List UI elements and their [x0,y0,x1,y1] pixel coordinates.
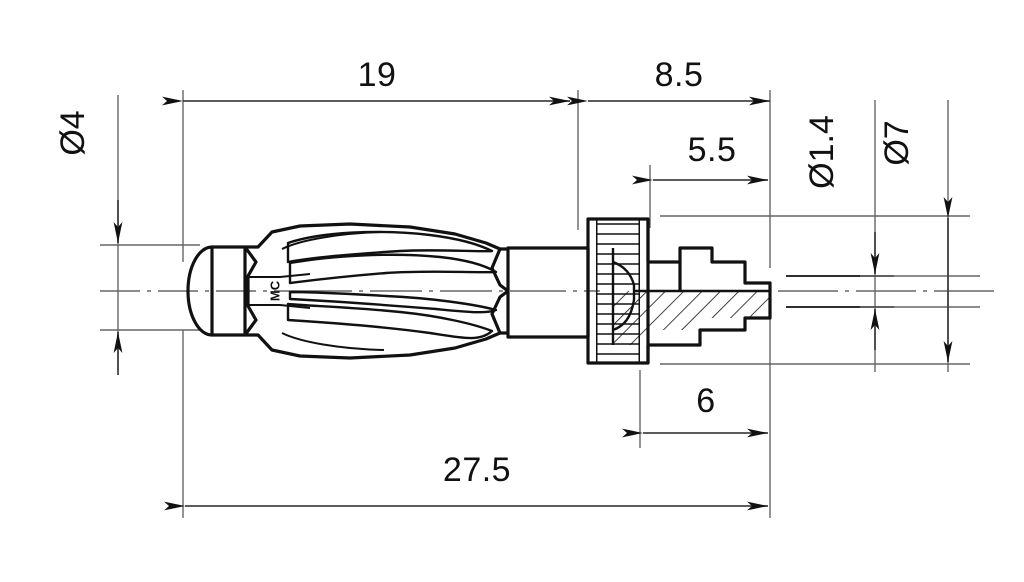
lamella-taper-lower [490,289,509,334]
slot-upper-inner [288,253,498,285]
dim-dia1p4-label: Ø1.4 [803,115,841,189]
mc-logo-mark: MC [267,280,282,301]
dim-dia7-label: Ø7 [878,120,916,165]
dim-dia4-label: Ø4 [54,110,92,155]
plug-shaft-cylinder [506,246,590,339]
bore-chamfer-upper [612,260,636,291]
lamella-waist-lower [243,291,258,336]
dimension-dia-4: Ø4 [54,110,123,375]
lamella-spring-slots [286,230,498,340]
dimension-27-5: 27.5 [164,451,768,511]
step-profile-upper [678,246,772,299]
dimension-6: 6 [622,382,768,438]
plug-dome-tip [186,245,213,337]
lamella-waist-upper [243,246,258,291]
lamella-taper-upper [490,248,509,293]
dimension-5-5: 5.5 [632,131,768,185]
mc-logo-text: MC [267,280,282,301]
dimension-19: 19 [162,56,570,106]
extension-lines [100,90,980,518]
dimension-dia-7: Ø7 [878,120,953,362]
slot-lower-inner [288,290,498,314]
slot-lower-outer [286,302,494,340]
dim-5-5-label: 5.5 [688,131,737,169]
lamella-outline-upper [245,222,508,251]
step-1-upper [648,260,682,291]
dim-27-5-label: 27.5 [443,451,511,489]
lamella-outline-lower [245,331,508,360]
dim-19-label: 19 [358,56,397,94]
dim-6-label: 6 [696,382,715,420]
dimension-8-5: 8.5 [567,56,770,106]
lamella-edge-lines [248,231,385,351]
dimension-dia-1-4: Ø1.4 [803,115,880,350]
dim-8-5-label: 8.5 [655,56,704,94]
